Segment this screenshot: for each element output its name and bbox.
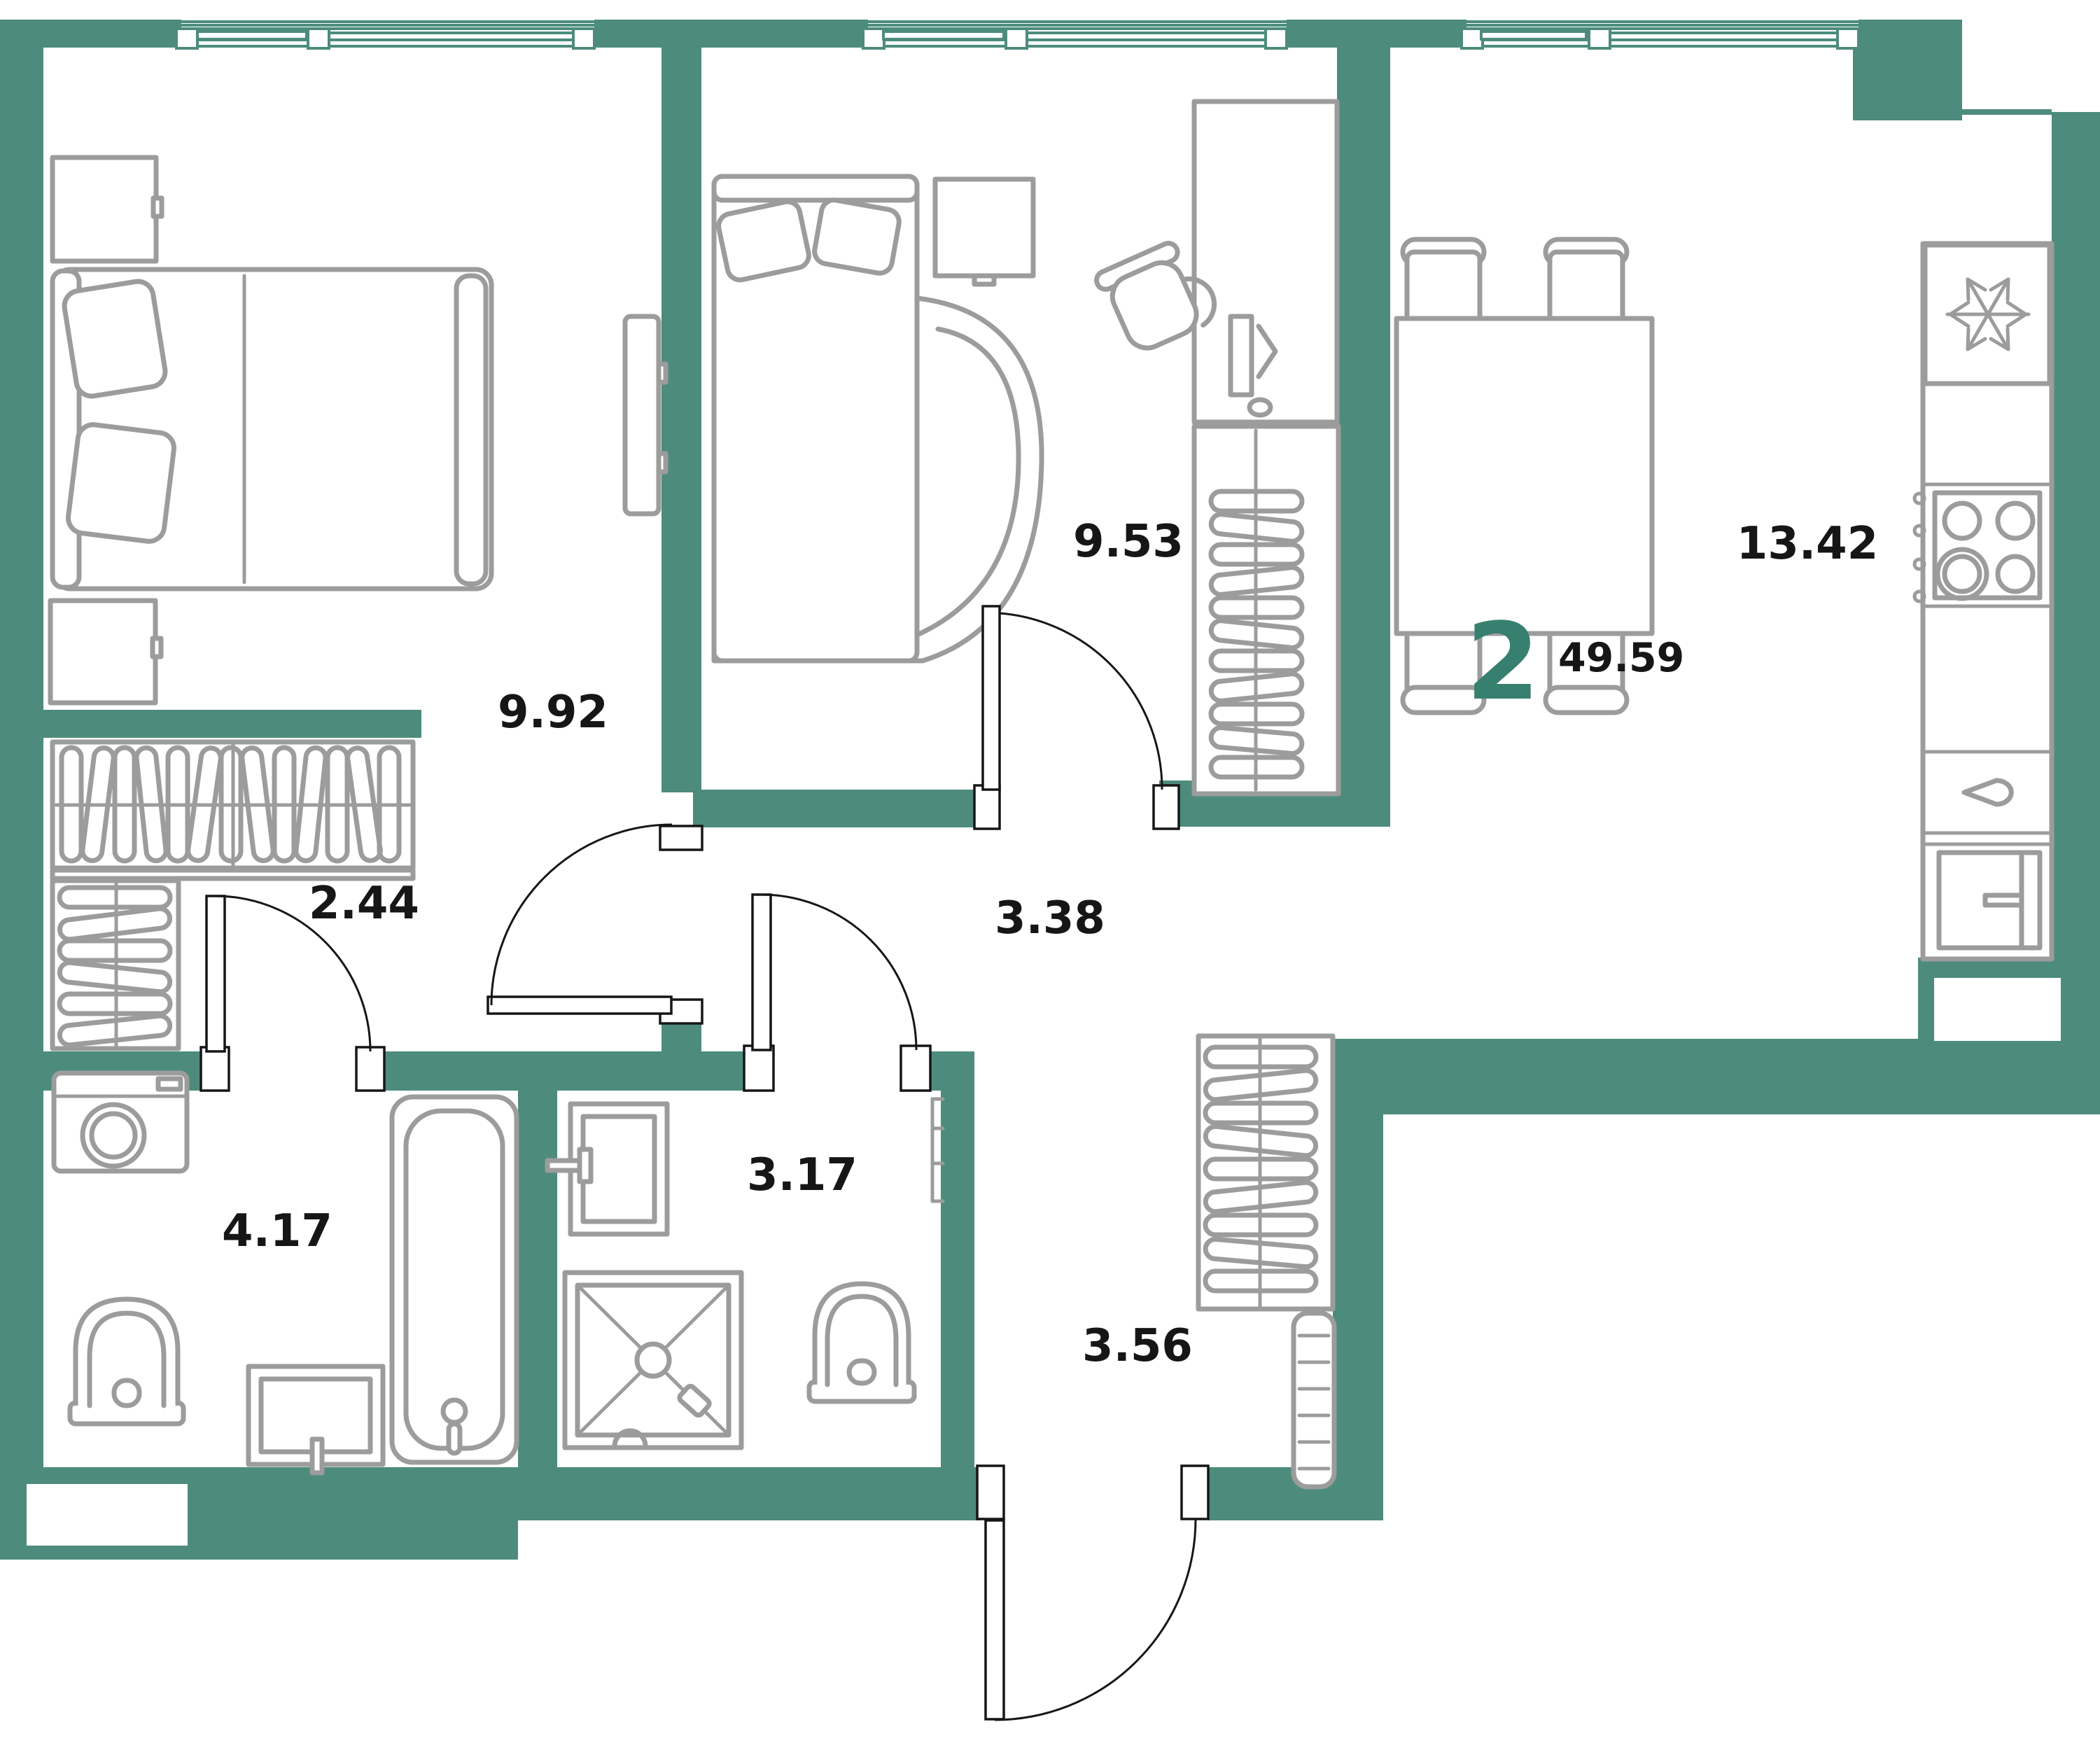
bathtub-icon (389, 1094, 519, 1465)
area-label-dressing: 2.44 (309, 878, 419, 930)
kitchen-sink-icon (1961, 778, 2014, 807)
rooms-count-label: 2 (1466, 600, 1540, 724)
room-shower (545, 1097, 945, 1450)
pillow-icon (66, 422, 176, 544)
wall-niche (1934, 978, 2061, 1041)
room-bathroom (51, 1070, 519, 1476)
nightstand-icon (48, 598, 158, 706)
faucet-icon (440, 1397, 468, 1425)
fridge-icon (1922, 242, 2052, 386)
nightstand-knob-icon (150, 636, 164, 659)
desk-icon (1191, 99, 1340, 425)
tv-stand-icon (932, 176, 1036, 287)
dressing-closet-lower (50, 878, 181, 1051)
door-leaf (981, 605, 1001, 791)
room-kitchen (1394, 237, 2054, 962)
area-labels: 9.92 9.53 13.42 2.44 3.38 4.17 3.17 3.56… (222, 516, 1878, 1372)
bath-cabinet-icon (246, 1364, 386, 1476)
shower-valve-icon (677, 1383, 712, 1418)
area-label-shower: 3.17 (747, 1149, 858, 1201)
wall-niche (27, 1484, 188, 1546)
monitor-stand-icon (1256, 323, 1278, 379)
mouse-icon (1247, 397, 1273, 418)
door-leaf (486, 995, 673, 1015)
room-hallway (1196, 1033, 1337, 1490)
walls (0, 20, 2100, 1560)
window-kitchen (1460, 17, 1860, 50)
sink-cabinet-icon (1936, 850, 2043, 951)
area-label-kitchen: 13.42 (1737, 518, 1878, 570)
area-label-hallway: 3.56 (1082, 1320, 1193, 1372)
wardrobe-icon (1191, 424, 1341, 797)
hall-wardrobe-icon (1196, 1033, 1336, 1312)
tv-icon (622, 314, 668, 517)
toilet-icon (67, 1296, 186, 1427)
washing-machine-icon (51, 1070, 190, 1174)
office-chair-icon (1094, 241, 1217, 351)
basin-icon (545, 1101, 670, 1237)
area-label-corridor: 3.38 (995, 892, 1105, 944)
pillow-icon (62, 279, 168, 399)
area-label-bathroom: 4.17 (222, 1205, 332, 1257)
area-label-bedroom-2: 9.53 (1073, 516, 1184, 568)
double-bed-icon (50, 267, 494, 592)
window-bedroom-1 (175, 17, 596, 50)
monitor-icon (1228, 314, 1254, 398)
dressing-closet-upper (50, 739, 416, 881)
toilet-icon (806, 1281, 917, 1404)
shoe-rack-icon (1291, 1310, 1337, 1490)
door-dressing-bathroom (200, 895, 386, 1092)
pillow-icon (716, 199, 811, 283)
dining-table-icon (1394, 316, 1655, 636)
closet-shelf-icon (50, 867, 416, 881)
door-leaf (751, 893, 772, 1051)
double-bed-icon (711, 174, 1044, 664)
nightstand-knob-icon (150, 195, 164, 219)
entrance-door-icon (976, 1464, 1210, 1721)
door-leaf (205, 895, 226, 1053)
door-bedroom-2 (973, 605, 1180, 830)
total-area-label: 49.59 (1558, 635, 1684, 681)
nightstand-icon (50, 155, 159, 264)
pillow-icon (812, 197, 902, 276)
snowflake-icon (1945, 277, 2031, 351)
shower-icon (562, 1270, 744, 1450)
door-bedroom-1 (486, 823, 704, 1025)
window-bedroom-2 (862, 17, 1288, 50)
door-shower-room (743, 893, 932, 1092)
room-bedroom-2 (711, 99, 1341, 797)
door-leaf (984, 1519, 1005, 1721)
stove-icon (1912, 490, 2043, 603)
towel-radiator-icon (930, 1097, 945, 1203)
room-bedroom-1 (48, 155, 668, 706)
area-label-bedroom-1: 9.92 (498, 687, 608, 738)
